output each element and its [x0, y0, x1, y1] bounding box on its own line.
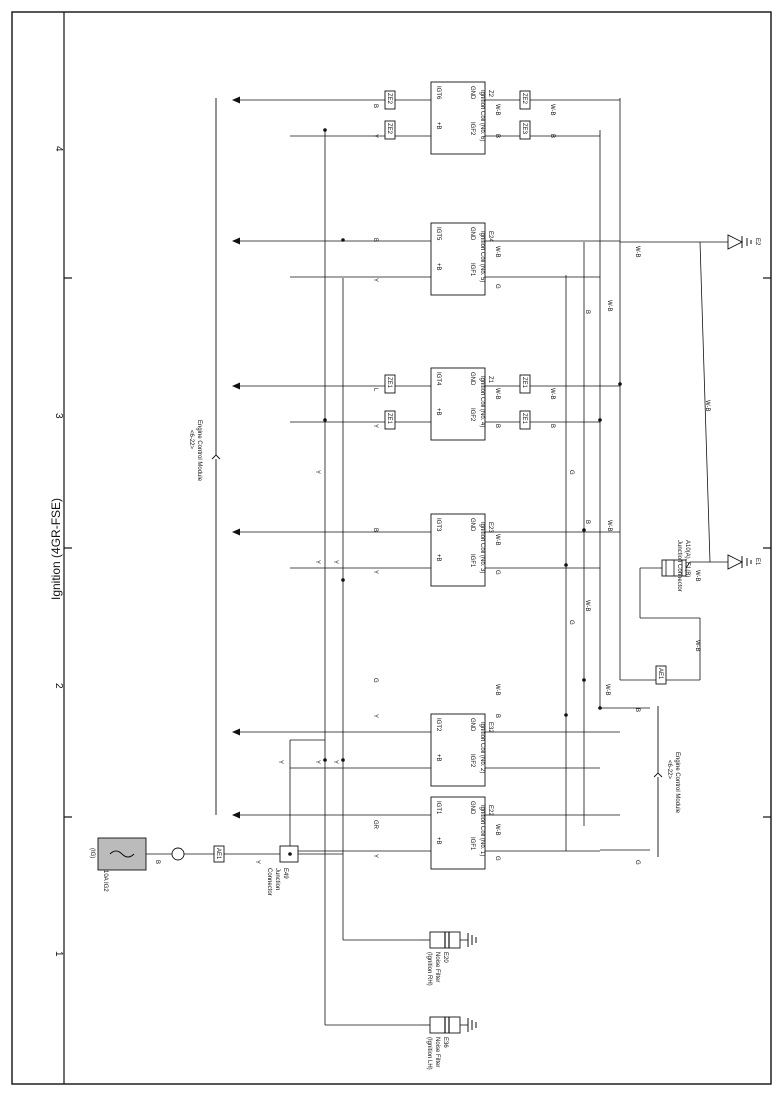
coil-E24	[430, 222, 486, 296]
junction-dot	[323, 758, 327, 762]
ecm-arrow	[232, 382, 240, 390]
ze-connector	[384, 410, 396, 430]
ze-connector	[384, 374, 396, 394]
coil-Z2	[430, 81, 486, 155]
ze-connector	[519, 90, 531, 110]
jc-wire	[685, 561, 691, 569]
ecm-bracket-top	[211, 98, 221, 815]
ground-link	[699, 241, 711, 563]
ecm-arrow	[232, 237, 240, 245]
ecm-arrow	[232, 728, 240, 736]
junction-dot	[564, 713, 568, 717]
fuse-terminal	[171, 847, 185, 861]
ze-connector	[519, 410, 531, 430]
coil-E23	[430, 513, 486, 587]
ecm-arrow	[232, 811, 240, 819]
ze-connector	[519, 120, 531, 140]
ze-connector	[384, 120, 396, 140]
junction-dot	[341, 578, 345, 582]
junction-dot	[323, 128, 327, 132]
junction-dot	[564, 563, 568, 567]
outer-frame	[11, 11, 772, 1085]
ecm-arrow	[232, 528, 240, 536]
junction-dot	[341, 758, 345, 762]
junction-dot	[341, 238, 345, 242]
ze-connector	[519, 374, 531, 394]
fuse-symbol	[109, 850, 135, 858]
ze-connector	[384, 90, 396, 110]
coil-E22	[430, 796, 486, 870]
connector-ae1	[213, 845, 225, 863]
junction-dot	[582, 678, 586, 682]
junction-dot	[598, 418, 602, 422]
junction-dot	[323, 418, 327, 422]
ecm-arrow	[232, 96, 240, 104]
connector-ae1	[655, 665, 667, 685]
junction-dot	[288, 852, 292, 856]
coil-Z1	[430, 367, 486, 441]
coil-E32	[430, 713, 486, 787]
ecm-bracket-bottom	[653, 706, 663, 857]
junction-dot	[582, 528, 586, 532]
junction-dot	[618, 382, 622, 386]
